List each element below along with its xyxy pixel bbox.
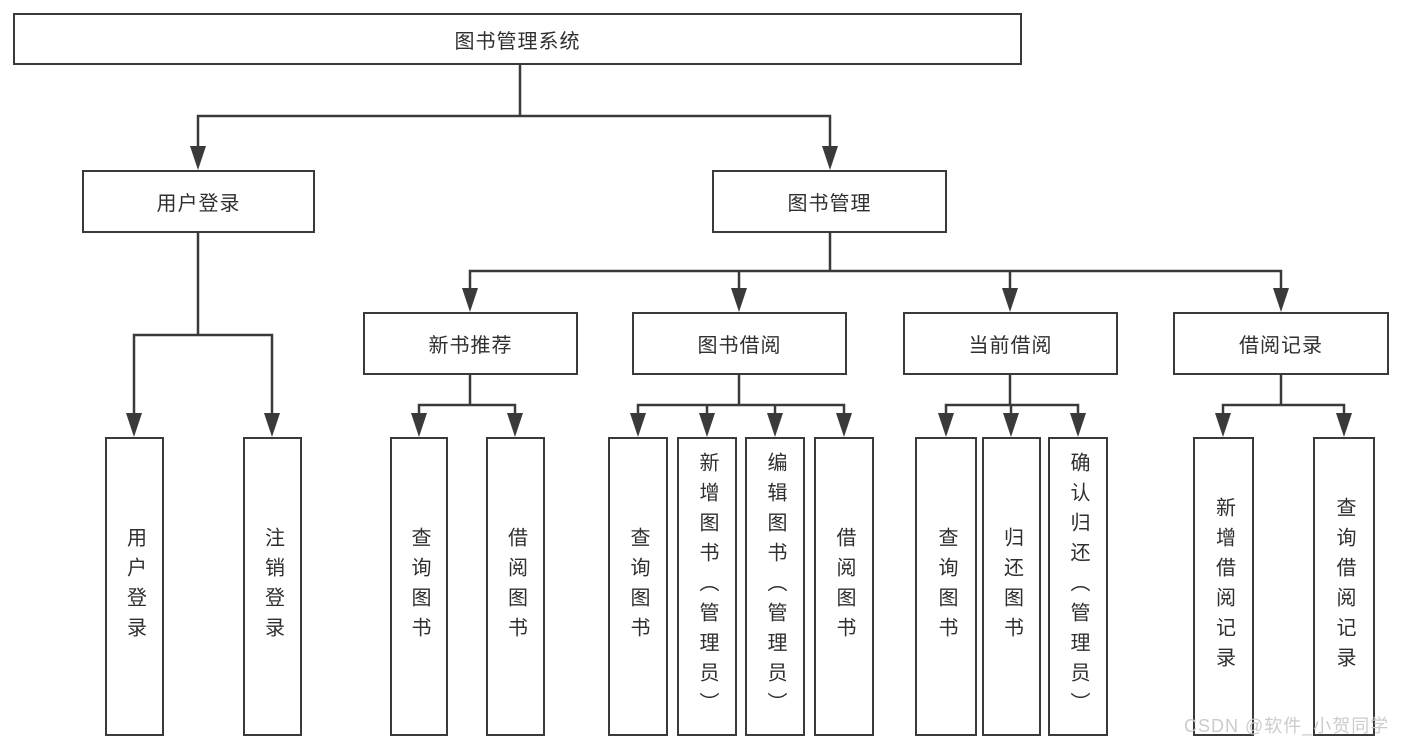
arrowhead: [1273, 288, 1289, 312]
arrowhead: [1336, 413, 1352, 437]
arrowhead: [1070, 413, 1086, 437]
connector-user-login-to-leaves: [132, 233, 274, 418]
leaf-label: 查询借阅记录: [1333, 496, 1355, 677]
leaf-user-login: 用户登录: [105, 437, 164, 736]
arrowhead: [411, 413, 427, 437]
connector-book-borrow-to-leaves: [636, 375, 846, 418]
arrowhead: [731, 288, 747, 312]
leaf-label: 编辑图书（管理员）: [764, 451, 786, 722]
node-root-system: 图书管理系统: [13, 13, 1022, 65]
node-current-borrow: 当前借阅: [903, 312, 1118, 375]
leaf-query-borrow-record: 查询借阅记录: [1313, 437, 1375, 736]
leaf-label: 归还图书: [1000, 526, 1023, 647]
leaf-confirm-return-admin: 确认归还（管理员）: [1048, 437, 1108, 736]
arrowhead: [1215, 413, 1231, 437]
arrowhead: [836, 413, 852, 437]
arrowheads: [126, 146, 1352, 437]
csdn-watermark: CSDN @软件_小贺同学: [1184, 716, 1390, 736]
leaf-logout: 注销登录: [243, 437, 302, 736]
leaf-query-books-current: 查询图书: [915, 437, 977, 736]
arrowhead: [126, 413, 142, 437]
node-book-management: 图书管理: [712, 170, 947, 233]
connector-root-to-level2: [196, 65, 832, 150]
leaf-label: 借阅图书: [504, 526, 527, 647]
leaf-label: 新增借阅记录: [1212, 496, 1235, 677]
arrowhead: [938, 413, 954, 437]
leaf-label: 查询图书: [408, 526, 430, 647]
leaf-borrow-books-recommend: 借阅图书: [486, 437, 545, 736]
leaf-add-borrow-record: 新增借阅记录: [1193, 437, 1254, 736]
leaf-label: 查询图书: [627, 526, 649, 647]
arrowhead: [1003, 413, 1019, 437]
node-borrow-records: 借阅记录: [1173, 312, 1389, 375]
leaf-add-books-admin: 新增图书（管理员）: [677, 437, 737, 736]
arrowhead: [507, 413, 523, 437]
arrowhead: [822, 146, 838, 170]
arrowhead: [767, 413, 783, 437]
leaf-label: 用户登录: [123, 526, 146, 647]
node-new-book-recommend: 新书推荐: [363, 312, 578, 375]
arrowhead: [264, 413, 280, 437]
connector-new-book-to-leaves: [417, 375, 517, 418]
node-book-borrow: 图书借阅: [632, 312, 847, 375]
leaf-label: 新增图书（管理员）: [696, 451, 718, 722]
arrowhead: [699, 413, 715, 437]
leaf-label: 查询图书: [935, 526, 957, 647]
node-user-login: 用户登录: [82, 170, 315, 233]
arrowhead: [1002, 288, 1018, 312]
leaf-query-books-borrow: 查询图书: [608, 437, 668, 736]
leaf-label: 确认归还（管理员）: [1067, 451, 1089, 722]
arrowhead: [630, 413, 646, 437]
leaf-label: 注销登录: [261, 526, 284, 647]
leaf-query-books-recommend: 查询图书: [390, 437, 448, 736]
arrowhead: [462, 288, 478, 312]
connector-current-borrow-to-leaves: [944, 375, 1080, 418]
leaf-return-books: 归还图书: [982, 437, 1041, 736]
arrowhead: [190, 146, 206, 170]
leaf-borrow-books: 借阅图书: [814, 437, 874, 736]
connector-borrow-records-to-leaves: [1221, 375, 1346, 418]
leaf-edit-books-admin: 编辑图书（管理员）: [745, 437, 805, 736]
leaf-label: 借阅图书: [833, 526, 855, 647]
connector-book-management-to-level3: [468, 233, 1283, 292]
